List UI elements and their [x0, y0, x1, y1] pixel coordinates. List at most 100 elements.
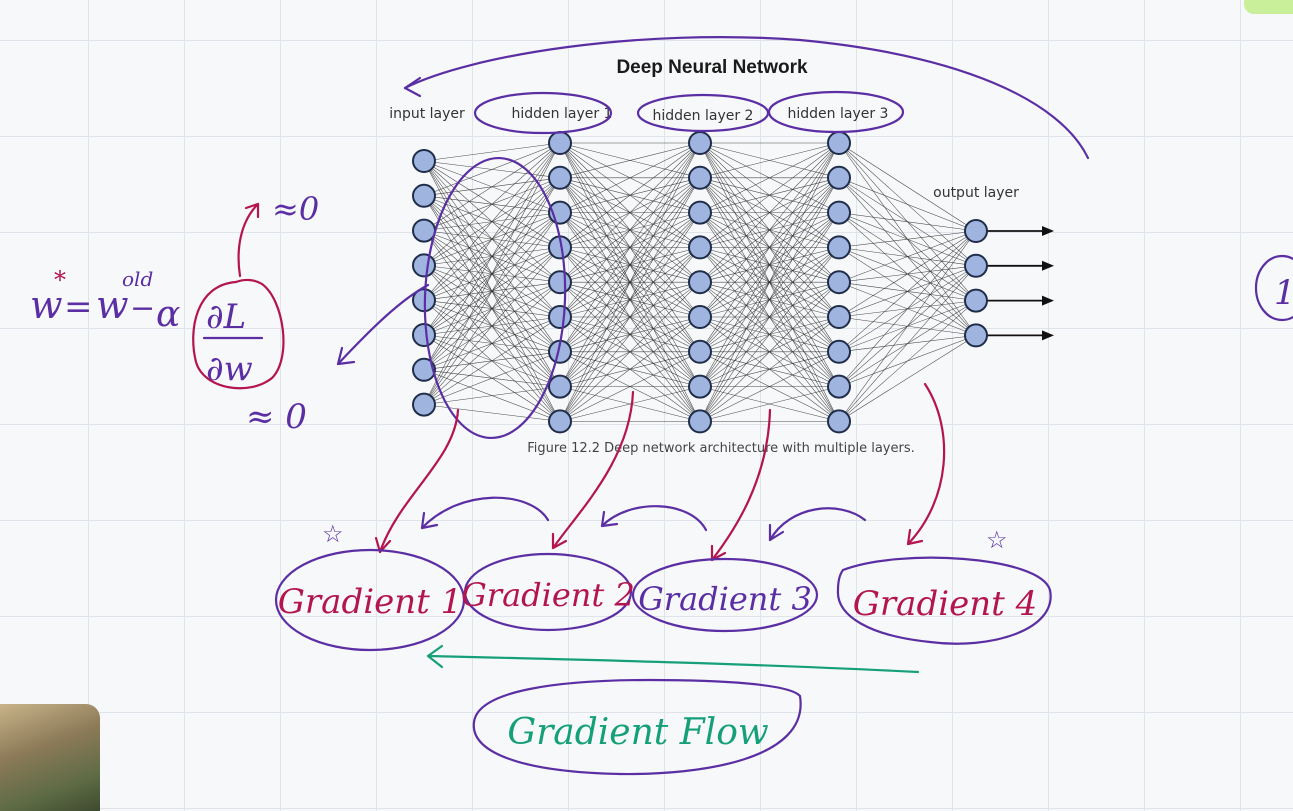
neuron-node	[688, 165, 712, 190]
arrow-gradient4-to-gradient3	[768, 507, 867, 542]
network-edge	[559, 142, 701, 352]
network-edge	[559, 282, 701, 422]
arrow-g4-g3-head	[768, 523, 785, 542]
star-mark-right: ☆	[986, 527, 1008, 554]
neuron-node	[412, 357, 436, 382]
arrow-to-derivative-head	[336, 346, 356, 366]
gradient-flow-label: Gradient Flow	[507, 712, 769, 753]
gradient-1-label: Gradient 1	[278, 582, 462, 622]
network-edge	[423, 316, 561, 405]
side-marker: 1	[1254, 254, 1293, 322]
formula-star: *	[54, 266, 66, 294]
network-edge	[559, 142, 701, 422]
arrow-to-approx-zero	[237, 202, 260, 278]
label-output-layer: output layer	[933, 185, 1019, 201]
network-edge	[423, 281, 561, 405]
arrow-layer2-to-gradient2	[551, 390, 635, 550]
label-input-layer: input layer	[389, 106, 465, 122]
side-marker-circle	[1254, 254, 1293, 322]
corner-tab	[1244, 0, 1293, 14]
neuron-node	[964, 219, 988, 243]
network-edge	[838, 142, 977, 232]
network-edge	[559, 142, 701, 213]
gradient-4-bubble	[836, 556, 1052, 645]
output-arrow-head	[1042, 226, 1054, 236]
network-edge	[559, 142, 701, 283]
neuron-node	[548, 165, 572, 190]
network-edge	[838, 230, 977, 283]
neuron-node	[827, 131, 851, 155]
network-edge	[699, 142, 840, 248]
neuron-node	[548, 131, 572, 155]
network-edge	[559, 142, 701, 248]
network-edge	[699, 142, 840, 318]
hidden-layer-1-circle	[473, 91, 613, 135]
arrow-layer3-to-gradient3	[710, 408, 772, 562]
network-edge	[423, 142, 561, 231]
network-edge	[423, 386, 561, 405]
output-arrow-head	[1042, 295, 1054, 306]
arrow-layer1-to-gradient1	[378, 408, 460, 554]
network-edge	[699, 282, 840, 422]
arrow-gradient2-to-gradient1	[420, 496, 550, 530]
formula-dL: ∂L	[206, 297, 246, 337]
arrow-layer4-to-gradient4	[906, 382, 946, 546]
network-edge	[423, 404, 561, 422]
update-formula: w * = w old − α ∂L ∂w ≈0 ≈ 0	[30, 190, 319, 437]
neuron-node	[688, 374, 712, 399]
output-arrows	[987, 226, 1054, 341]
output-arrow-head	[1042, 330, 1054, 341]
neuron-node	[827, 165, 851, 190]
network-edge	[423, 142, 561, 370]
neuron-node	[548, 305, 572, 329]
network-edge	[423, 142, 561, 301]
network-edge	[559, 212, 701, 422]
neuron-node	[827, 305, 851, 329]
gradient-3-bubble	[631, 557, 819, 633]
network-edge	[699, 142, 840, 352]
arrow-g2-g1-head	[420, 511, 439, 530]
webcam-thumbnail	[0, 704, 100, 811]
label-hidden-layer-3: hidden layer 3	[788, 106, 889, 122]
arrow-to-derivative	[336, 283, 430, 366]
first-weights-circle	[423, 156, 567, 440]
neuron-node	[412, 149, 436, 173]
network-edge	[423, 351, 561, 405]
gradient-2-label: Gradient 2	[461, 576, 635, 614]
gradient-flow-arrow-head	[426, 644, 444, 669]
label-hidden-layer-2: hidden layer 2	[653, 108, 754, 124]
neuron-node	[412, 323, 436, 347]
figure-caption: Figure 12.2 Deep network architecture wi…	[527, 441, 914, 456]
network-edge	[423, 142, 561, 197]
network-edge	[838, 230, 977, 422]
backprop-arc	[403, 36, 1090, 160]
network-edge	[559, 316, 701, 422]
formula-minus: −	[130, 291, 155, 326]
network-edge	[838, 212, 977, 232]
figure-title: Deep Neural Network	[616, 57, 808, 78]
gradient-backward-arrows	[420, 496, 867, 542]
neuron-node	[688, 131, 712, 155]
neuron-node	[964, 323, 988, 348]
neuron-node	[688, 409, 712, 434]
star-mark-left: ☆	[322, 521, 344, 548]
network-edge	[423, 247, 561, 405]
network-edge	[699, 316, 840, 422]
network-nodes	[412, 131, 988, 434]
network-edge	[559, 247, 701, 422]
gradient-2-bubble	[463, 552, 633, 632]
network-edge	[559, 142, 701, 318]
neuron-node	[548, 270, 572, 295]
network-edge	[699, 142, 840, 283]
formula-equals: =	[64, 287, 93, 327]
neuron-node	[688, 200, 712, 225]
network-edge	[559, 351, 701, 422]
neuron-node	[827, 270, 851, 295]
network-edge	[559, 386, 701, 422]
network-edge	[423, 212, 561, 405]
network-edge	[838, 300, 977, 422]
neuron-node	[964, 253, 988, 278]
network-edge	[699, 351, 840, 422]
neuron-node	[688, 305, 712, 329]
